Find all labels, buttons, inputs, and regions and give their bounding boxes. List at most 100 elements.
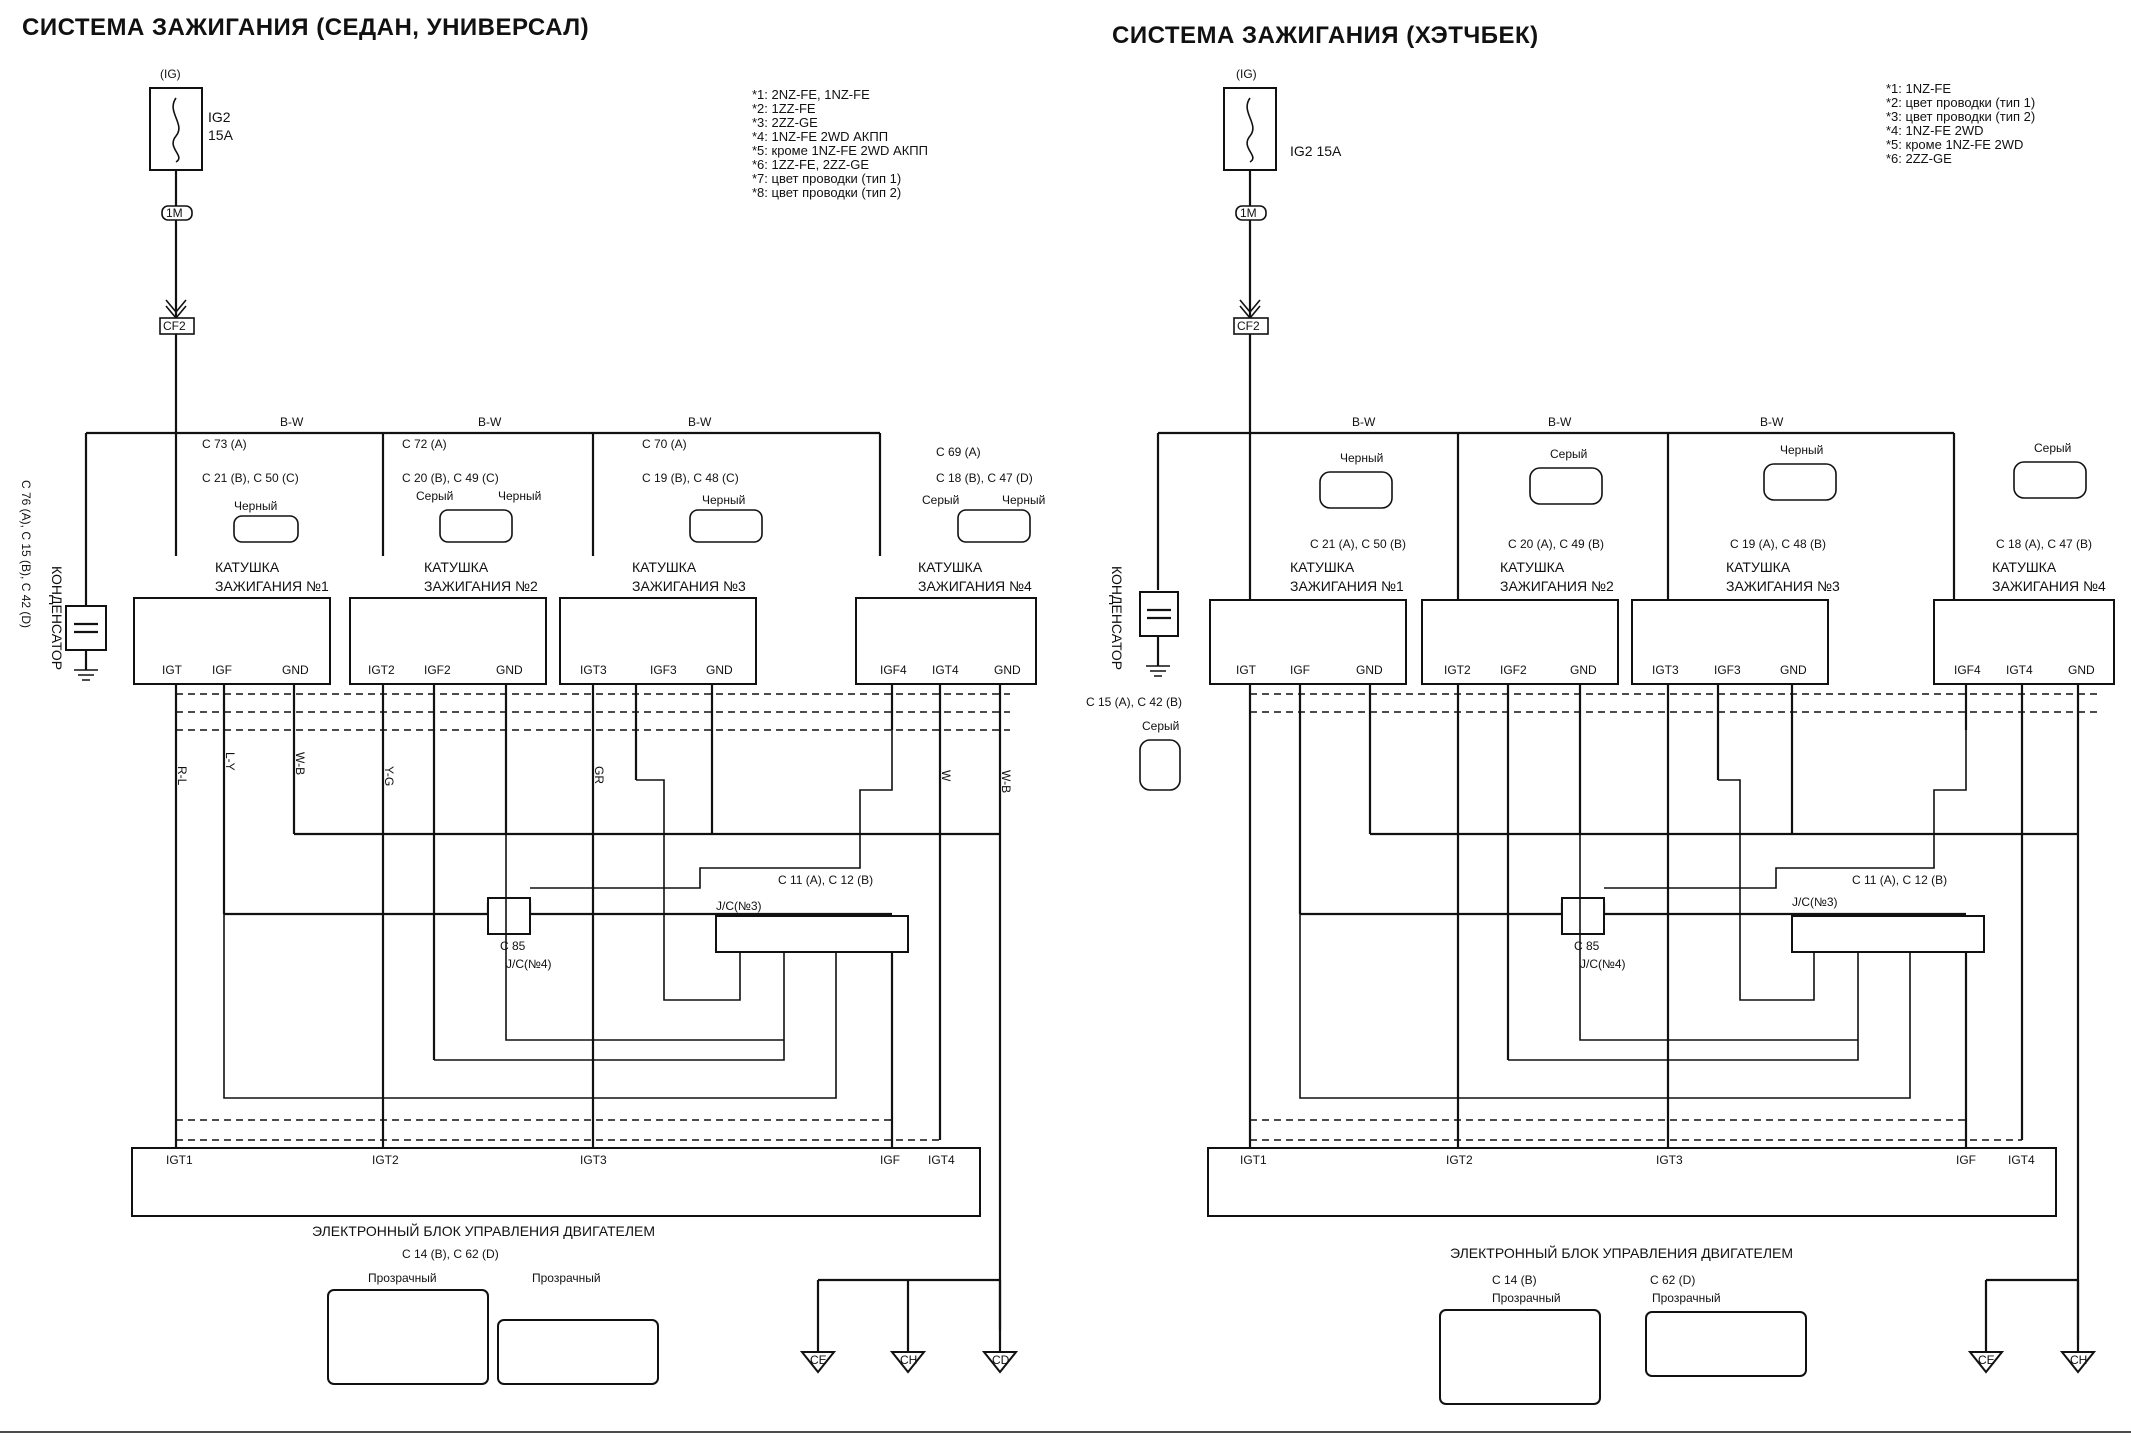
left-schematic: (IG) IG2 15A 1M CF2 B-W B-W B-W [19, 67, 1045, 1385]
right-schematic: (IG) IG2 15A 1M CF2 B-W B-W B-W [1086, 67, 2115, 1405]
coil-label-2: ЗАЖИГАНИЯ №2 [1500, 578, 1614, 594]
wire-label: Y-G [382, 766, 396, 786]
coil-4: Серый C 18 (A), C 47 (B) КАТУШКА ЗАЖИГАН… [1933, 441, 2115, 685]
ground-label: CE [1978, 1353, 1995, 1367]
fuse-amp: 15A [208, 127, 234, 143]
ecu-pin: IGT4 [928, 1153, 955, 1167]
wire-label: W [939, 770, 953, 782]
ecu-pin: IGF [880, 1153, 900, 1167]
coil-pin: GND [1570, 663, 1597, 677]
coil-label-2: ЗАЖИГАНИЯ №4 [1992, 578, 2106, 594]
ecu-connector-b-icon [1439, 1309, 1601, 1405]
ground-ce-icon [799, 1351, 837, 1374]
wire-label: B-W [1352, 415, 1376, 429]
ecu-connector-b: C 14 (B) [1492, 1273, 1537, 1287]
coil-connector: C 20 (B), C 49 (C) [402, 471, 499, 485]
coil-connector-a: C 72 (A) [402, 437, 447, 451]
coil-pin: IGF2 [1500, 663, 1527, 677]
coil-label-2: ЗАЖИГАНИЯ №3 [1726, 578, 1840, 594]
coil-pin: IGT2 [1444, 663, 1471, 677]
ground-label: CH [2070, 1353, 2087, 1367]
coil-color: Черный [702, 493, 745, 507]
footnote: *6: 1ZZ-FE, 2ZZ-GE [752, 157, 870, 172]
jc4-name: J/C(№4) [1580, 957, 1626, 971]
ecu-pin: IGT2 [1446, 1153, 1473, 1167]
transparent-label: Прозрачный [1492, 1291, 1561, 1305]
transparent-label: Прозрачный [532, 1271, 601, 1285]
coil-connector: C 19 (A), C 48 (B) [1730, 537, 1826, 551]
coil-pin: IGF3 [650, 663, 677, 677]
coil-2: Серый C 20 (A), C 49 (B) КАТУШКА ЗАЖИГАН… [1421, 447, 1619, 685]
coil-label-2: ЗАЖИГАНИЯ №1 [215, 578, 329, 594]
coil-4: C 69 (A) C 18 (B), C 47 (D) Серый Черный… [855, 445, 1045, 685]
coil-color: Черный [234, 499, 277, 513]
coil-pin: IGF2 [424, 663, 451, 677]
ecu-connector-d: C 62 (D) [1650, 1273, 1695, 1287]
coil-connector-icon [689, 509, 763, 543]
wire-label: B-W [280, 415, 304, 429]
coil-pin: GND [282, 663, 309, 677]
coil-pin: GND [2068, 663, 2095, 677]
coil-connector: C 21 (B), C 50 (C) [202, 471, 299, 485]
coil-pin: IGT2 [368, 663, 395, 677]
coil-label: КАТУШКА [424, 559, 489, 575]
coil-color: Черный [1780, 443, 1823, 457]
footnote: *2: 1ZZ-FE [752, 101, 816, 116]
capacitor-label: КОНДЕНСАТОР [49, 566, 65, 670]
coil-pin: IGT [1236, 663, 1257, 677]
coil-1: C 73 (A) C 21 (B), C 50 (C) Черный КАТУШ… [133, 437, 331, 685]
footnote: *6: 2ZZ-GE [1886, 151, 1952, 166]
coil-body [349, 597, 547, 685]
wire-label: B-W [688, 415, 712, 429]
coil-3: C 70 (A) C 19 (B), C 48 (C) Черный КАТУШ… [559, 437, 763, 685]
coil-3: Черный C 19 (A), C 48 (B) КАТУШКА ЗАЖИГА… [1631, 443, 1840, 685]
coil-connector: C 18 (A), C 47 (B) [1996, 537, 2092, 551]
coil-pin: IGT3 [580, 663, 607, 677]
fuse-name: IG2 15A [1290, 143, 1342, 159]
wire-label: W-B [293, 752, 307, 775]
jc3-connector: C 11 (A), C 12 (B) [1852, 873, 1947, 887]
footnote: *1: 2NZ-FE, 1NZ-FE [752, 87, 870, 102]
footnote: *4: 1NZ-FE 2WD АКПП [752, 129, 889, 144]
coil-connector-icon [1529, 467, 1603, 505]
coil-pin: IGT4 [2006, 663, 2033, 677]
coil-connector-icon [1763, 463, 1837, 501]
coil-pin: IGF [212, 663, 232, 677]
footnote: *5: кроме 1NZ-FE 2WD [1886, 137, 2024, 152]
jc4-name: J/C(№4) [506, 957, 552, 971]
fuse-ig-label: (IG) [160, 67, 181, 81]
fuse-box [1223, 87, 1277, 171]
coil-pin: GND [706, 663, 733, 677]
ground-icon [74, 669, 98, 681]
wire-label: B-W [1548, 415, 1572, 429]
coil-pin: IGF4 [880, 663, 907, 677]
ecu-pin: IGT1 [166, 1153, 193, 1167]
ecu-pin: IGT1 [1240, 1153, 1267, 1167]
jc3-name: J/C(№3) [1792, 895, 1838, 909]
fuse-box [149, 87, 203, 171]
ecu-pin: IGF [1956, 1153, 1976, 1167]
coil-color: Серый [2034, 441, 2071, 455]
junction-connector-jc3 [1791, 915, 1985, 953]
ecu-pin: IGT2 [372, 1153, 399, 1167]
coil-label-2: ЗАЖИГАНИЯ №3 [632, 578, 746, 594]
ecu-label: ЭЛЕКТРОННЫЙ БЛОК УПРАВЛЕНИЯ ДВИГАТЕЛЕМ [1450, 1244, 1793, 1261]
ecu-pin: IGT3 [580, 1153, 607, 1167]
coil-body [1209, 599, 1407, 685]
jc3-name: J/C(№3) [716, 899, 762, 913]
coil-connector-icon [233, 515, 299, 543]
coil-label: КАТУШКА [1500, 559, 1565, 575]
wire-label: B-W [1760, 415, 1784, 429]
jc3-connector: C 11 (A), C 12 (B) [778, 873, 873, 887]
transparent-label: Прозрачный [1652, 1291, 1721, 1305]
left-footnotes: *1: 2NZ-FE, 1NZ-FE *2: 1ZZ-FE *3: 2ZZ-GE… [752, 88, 928, 200]
coil-connector-a: C 73 (A) [202, 437, 247, 451]
coil-connector-icon [957, 509, 1031, 543]
junction-connector-jc4 [487, 897, 531, 935]
capacitor-connector-icon [1139, 739, 1181, 791]
coil-label: КАТУШКА [1992, 559, 2057, 575]
capacitor-connector: C 76 (A), C 15 (B), C 42 (D) [19, 480, 33, 628]
coil-pin: GND [1356, 663, 1383, 677]
